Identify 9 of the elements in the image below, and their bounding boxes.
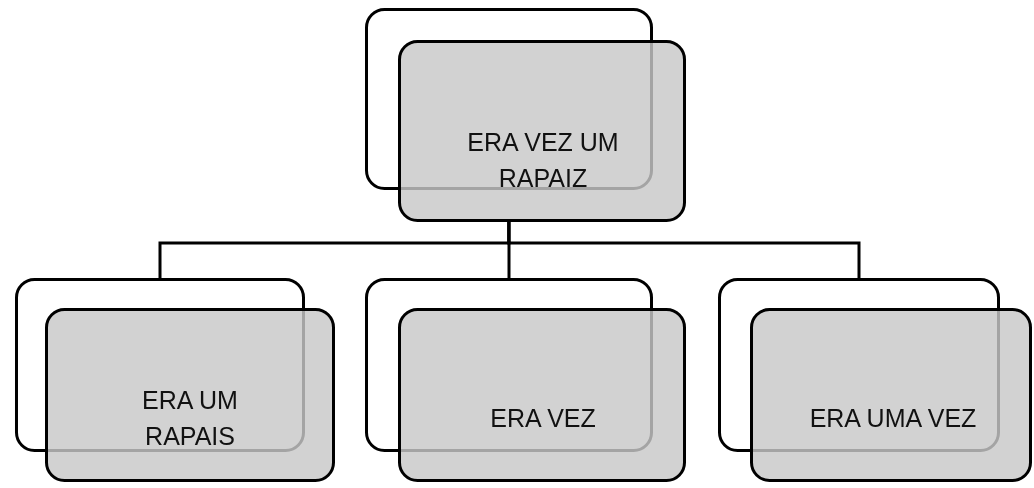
connector-line bbox=[507, 222, 861, 278]
node-label: ERA VEZ UM RAPAIZ bbox=[466, 126, 620, 194]
stacked-card-node bbox=[365, 8, 686, 222]
node-label: ERA VEZ bbox=[490, 402, 596, 434]
stacked-card-node bbox=[15, 278, 335, 482]
stacked-card-node bbox=[365, 278, 686, 482]
node-label: ERA UMA VEZ bbox=[809, 402, 977, 434]
node-label: ERA UM RAPAIS bbox=[141, 384, 239, 452]
stacked-card-node bbox=[718, 278, 1032, 482]
